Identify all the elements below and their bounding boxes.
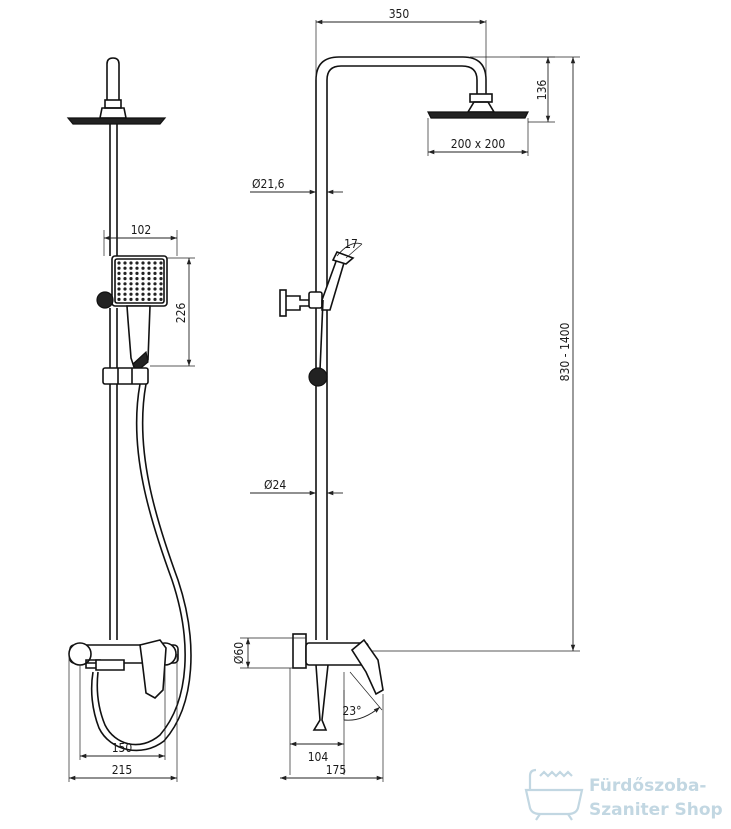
nozzle-dot — [129, 297, 133, 301]
nozzle-dot — [147, 271, 151, 275]
nozzle-dot — [141, 266, 145, 270]
nozzle-dot — [141, 282, 145, 286]
nozzle-dot — [123, 282, 127, 286]
nozzle-dot — [159, 271, 163, 275]
nozzle-dot — [153, 282, 157, 286]
nozzle-dot — [159, 277, 163, 281]
nozzle-dot — [135, 277, 139, 281]
nozzle-dot — [141, 292, 145, 296]
front-view — [66, 57, 192, 752]
nozzle-dot — [117, 277, 121, 281]
nozzle-dot — [135, 261, 139, 265]
nozzle-dot — [147, 297, 151, 301]
nozzle-dot — [159, 266, 163, 270]
nozzle-dot — [117, 287, 121, 291]
nozzle-dot — [147, 261, 151, 265]
dim-head-size-label: 200 x 200 — [451, 137, 506, 151]
nozzle-dot — [123, 292, 127, 296]
bathtub-icon — [524, 768, 584, 821]
nozzle-dot — [129, 277, 133, 281]
nozzle-dot — [153, 261, 157, 265]
watermark-line1: Fürdőszoba- — [589, 776, 707, 796]
nozzle-dot — [141, 261, 145, 265]
nozzle-dot — [117, 297, 121, 301]
dimension-labels: 350 136 200 x 200 Ø21,6 102 17 226 830 -… — [112, 7, 572, 777]
nozzle-dot — [147, 277, 151, 281]
nozzle-dot — [141, 287, 145, 291]
nozzle-dot — [135, 287, 139, 291]
dim-215-label: 215 — [112, 763, 133, 777]
nozzle-dot — [129, 282, 133, 286]
nozzle-dot — [153, 266, 157, 270]
nozzle-dot — [147, 292, 151, 296]
dim-226-label: 226 — [174, 303, 188, 324]
side-view — [279, 56, 529, 731]
nozzle-dot — [117, 271, 121, 275]
nozzle-dot — [159, 261, 163, 265]
watermark: Fürdőszoba- Szaniter Shop — [524, 768, 723, 821]
nozzle-dot — [129, 292, 133, 296]
nozzle-dot — [135, 271, 139, 275]
nozzle-dot — [135, 297, 139, 301]
nozzle-dot — [117, 261, 121, 265]
dim-136-label: 136 — [535, 80, 549, 101]
dim-mixer-diameter-label: Ø60 — [232, 642, 246, 664]
dim-23-label: 23° — [342, 704, 361, 718]
nozzle-dot — [159, 292, 163, 296]
dim-arm-diameter-label: Ø21,6 — [252, 177, 285, 191]
nozzle-dot — [141, 277, 145, 281]
nozzle-dot — [147, 287, 151, 291]
dim-17-label: 17 — [344, 237, 358, 251]
nozzle-dot — [129, 271, 133, 275]
nozzle-dot — [159, 297, 163, 301]
nozzle-dot — [141, 297, 145, 301]
nozzle-dot — [159, 282, 163, 286]
dim-104-label: 104 — [308, 750, 329, 764]
nozzle-dot — [135, 266, 139, 270]
nozzle-dot — [123, 287, 127, 291]
nozzle-dot — [117, 282, 121, 286]
nozzle-dot — [153, 277, 157, 281]
nozzle-dot — [117, 266, 121, 270]
nozzle-dot — [159, 287, 163, 291]
nozzle-dot — [153, 271, 157, 275]
nozzle-dot — [129, 266, 133, 270]
nozzle-dot — [123, 266, 127, 270]
nozzle-dot — [147, 282, 151, 286]
dim-350-label: 350 — [389, 7, 410, 21]
nozzle-dot — [117, 292, 121, 296]
dim-150-label: 150 — [112, 741, 133, 755]
dim-height-range-label: 830 - 1400 — [558, 322, 572, 381]
nozzle-dot — [129, 287, 133, 291]
nozzle-dot — [123, 261, 127, 265]
nozzle-dot — [123, 297, 127, 301]
nozzle-dot — [129, 261, 133, 265]
nozzle-dot — [123, 271, 127, 275]
watermark-line2: Szaniter Shop — [589, 800, 723, 820]
nozzle-dot — [153, 292, 157, 296]
nozzle-dot — [123, 277, 127, 281]
dim-column-diameter-label: Ø24 — [264, 478, 286, 492]
dimension-lines — [68, 19, 580, 782]
dim-175-label: 175 — [326, 763, 347, 777]
nozzle-dot — [135, 292, 139, 296]
nozzle-dot — [153, 297, 157, 301]
dim-102-label: 102 — [131, 223, 152, 237]
nozzle-dot — [141, 271, 145, 275]
nozzle-dot — [147, 266, 151, 270]
nozzle-dot — [153, 287, 157, 291]
nozzle-grid — [117, 261, 163, 301]
nozzle-dot — [135, 282, 139, 286]
